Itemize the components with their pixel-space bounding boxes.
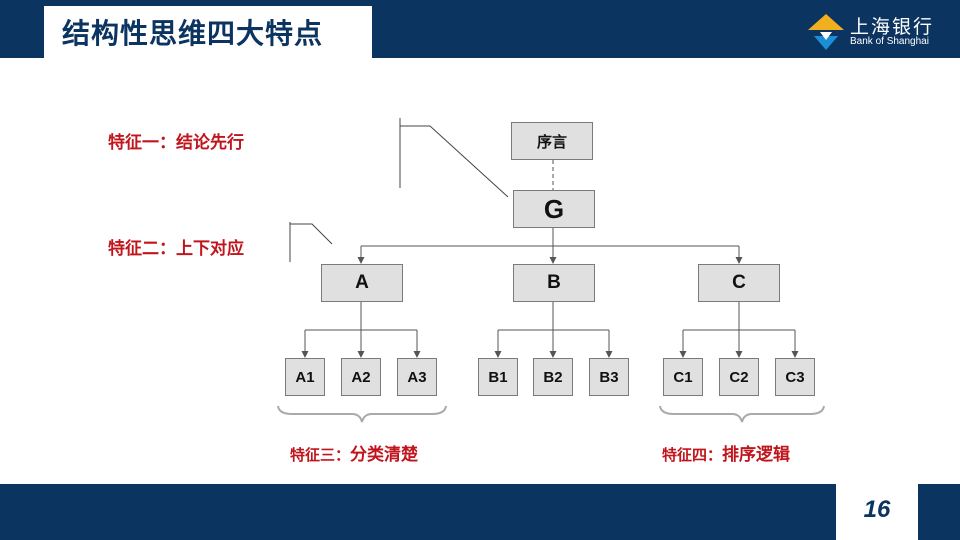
- page-number-box: [836, 484, 918, 540]
- feature-three-main: 分类清楚: [350, 445, 419, 465]
- node-b1: B1: [478, 358, 518, 396]
- feature-three-label: 特征三：分类清楚: [290, 440, 418, 465]
- root-node-g: G: [513, 190, 595, 228]
- node-c2: C2: [719, 358, 759, 396]
- node-a2: A2: [341, 358, 381, 396]
- feature-two-label: 特征二：上下对应: [108, 239, 244, 259]
- feature-four-prefix: 特征四：: [662, 446, 723, 464]
- logo-chinese-name: 上海银行: [850, 16, 935, 38]
- node-c1: C1: [663, 358, 703, 396]
- title-box: [44, 6, 372, 58]
- node-a: A: [321, 264, 403, 302]
- feature-four-main: 排序逻辑: [722, 445, 791, 465]
- page-title: 结构性思维四大特点: [62, 17, 324, 50]
- node-b2: B2: [533, 358, 573, 396]
- feature-four-label: 特征四：排序逻辑: [662, 440, 790, 465]
- bank-logo-icon: [808, 14, 844, 50]
- page-number: 16: [863, 496, 891, 523]
- node-c3: C3: [775, 358, 815, 396]
- node-b3: B3: [589, 358, 629, 396]
- node-a1: A1: [285, 358, 325, 396]
- feature-one-label: 特征一：结论先行: [108, 133, 244, 153]
- logo-english-name: Bank of Shanghai: [850, 36, 929, 47]
- node-c: C: [698, 264, 780, 302]
- preface-node: 序言: [511, 122, 593, 160]
- node-a3: A3: [397, 358, 437, 396]
- bank-logo: 上海银行 Bank of Shanghai: [806, 12, 946, 52]
- node-b: B: [513, 264, 595, 302]
- footer-bar: [0, 484, 960, 540]
- feature-three-prefix: 特征三：: [290, 446, 351, 464]
